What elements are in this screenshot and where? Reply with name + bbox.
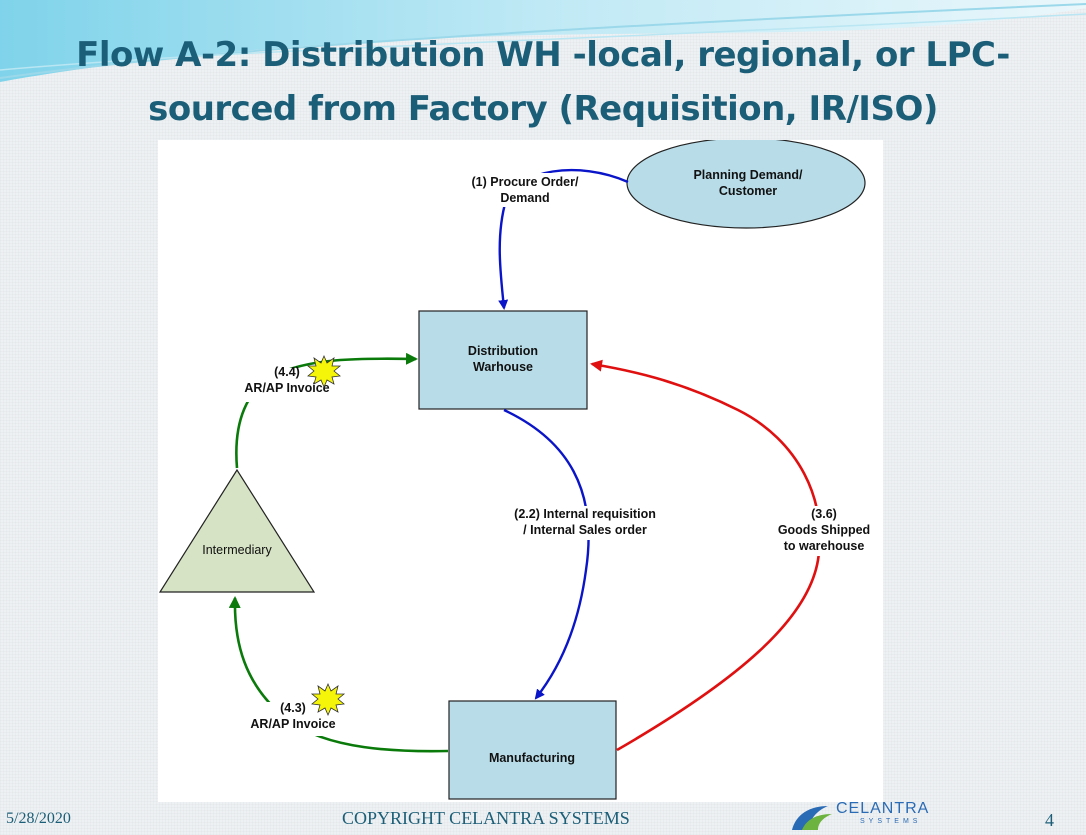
inv43-label-2: AR/AP Invoice xyxy=(250,717,335,731)
manufacturing-node-label: Manufacturing xyxy=(489,751,575,765)
intermediary-node: Intermediary xyxy=(158,468,316,593)
celantra-logo-icon xyxy=(792,806,832,830)
footer-copyright: COPYRIGHT CELANTRA SYSTEMS xyxy=(342,808,630,828)
footer-date: 5/28/2020 xyxy=(6,810,71,827)
procure-label-2: Demand xyxy=(500,191,549,205)
ir-label-2: / Internal Sales order xyxy=(523,523,647,537)
dist-node-label-2: Warhouse xyxy=(473,360,533,374)
inv44-star-icon xyxy=(306,354,342,389)
goods-label-3: to warehouse xyxy=(784,539,865,553)
header-wave-decoration xyxy=(0,0,1086,82)
procure-label-1: (1) Procure Order/ xyxy=(472,175,580,189)
inv43-label-1: (4.3) xyxy=(280,701,306,715)
diagram-canvas: Planning Demand/ Customer (1) Procure Or… xyxy=(158,140,883,802)
logo-subtext: SYSTEMS xyxy=(860,818,922,825)
slide-title-line-1: Flow A-2: Distribution WH -local, region… xyxy=(76,35,1010,75)
inv44-label-1: (4.4) xyxy=(274,365,300,379)
planning-node-label-2: Customer xyxy=(719,184,777,198)
goods-label-bg xyxy=(766,506,883,556)
procure-label-bg xyxy=(455,173,590,207)
manufacturing-node: Manufacturing xyxy=(448,700,617,800)
slide-title: Flow A-2: Distribution WH -local, region… xyxy=(0,28,1086,136)
planning-node-label-1: Planning Demand/ xyxy=(693,168,803,182)
planning-demand-node: Planning Demand/ Customer xyxy=(626,140,866,229)
ir-label-bg xyxy=(498,506,668,540)
intermediary-node-label: Intermediary xyxy=(202,543,272,557)
distribution-warehouse-node: Distribution Warhouse xyxy=(418,310,588,410)
goods-shipped-arrow xyxy=(590,359,822,752)
logo-text: CELANTRA xyxy=(836,800,930,817)
flow-diagram: Planning Demand/ Customer (1) Procure Or… xyxy=(158,140,883,800)
page-number: 4 xyxy=(1045,810,1054,830)
celantra-logo: CELANTRA SYSTEMS xyxy=(788,800,948,834)
inv43-star-icon xyxy=(310,682,346,717)
dist-node-label-1: Distribution xyxy=(468,344,538,358)
inv44-label-2: AR/AP Invoice xyxy=(244,381,329,395)
goods-label-1: (3.6) xyxy=(811,507,837,521)
ir-label-1: (2.2) Internal requisition xyxy=(514,507,656,521)
goods-label-2: Goods Shipped xyxy=(778,523,870,537)
internal-requisition-arrow xyxy=(503,408,590,700)
slide-title-line-2: sourced from Factory (Requisition, IR/IS… xyxy=(148,89,938,129)
